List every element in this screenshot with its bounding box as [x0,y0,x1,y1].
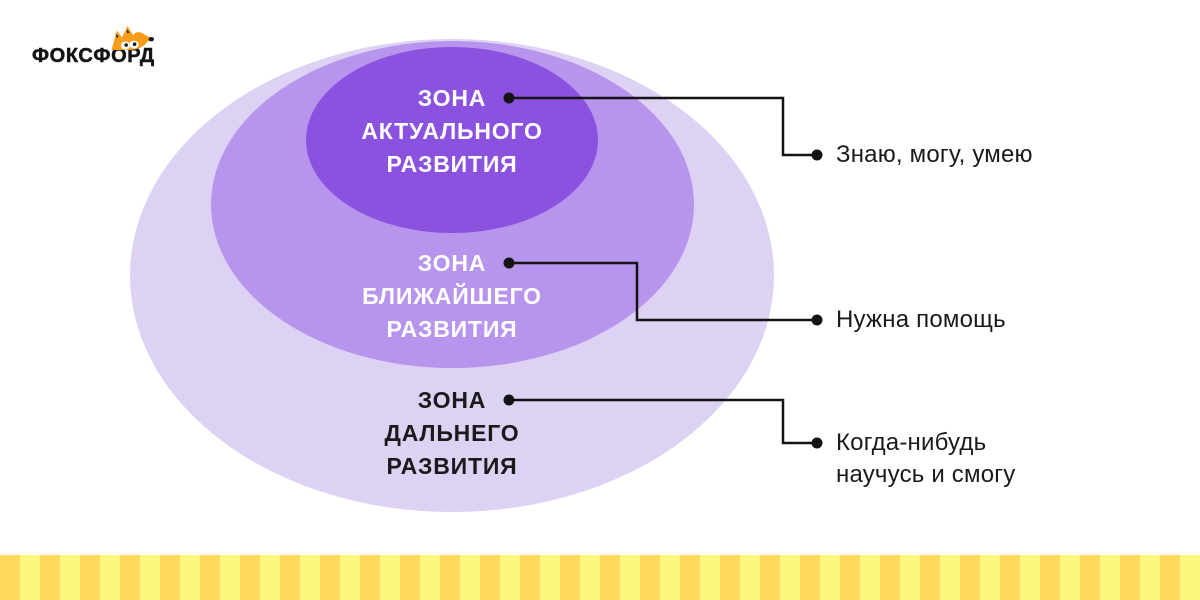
striped-footer-bar [0,555,1200,600]
zone-label-proximal: ЗОНА БЛИЖАЙШЕГО РАЗВИТИЯ [362,250,542,342]
zone-label-actual: ЗОНА АКТУАЛЬНОГО РАЗВИТИЯ [361,85,543,177]
annotation-proximal: Нужна помощь [836,306,1006,333]
annotation-distant: Когда-нибудь научусь и смогу [836,429,1016,488]
dot-proximal-end [811,314,823,326]
zone-label-distant: ЗОНА ДАЛЬНЕГО РАЗВИТИЯ [384,387,520,479]
annotation-actual: Знаю, могу, умею [836,141,1033,168]
logo: ФОКСФОРД [0,0,220,80]
dot-distant-end [811,437,823,449]
fox-icon [111,26,154,50]
logo-text: ФОКСФОРД [32,45,155,68]
dot-actual-end [811,149,823,161]
